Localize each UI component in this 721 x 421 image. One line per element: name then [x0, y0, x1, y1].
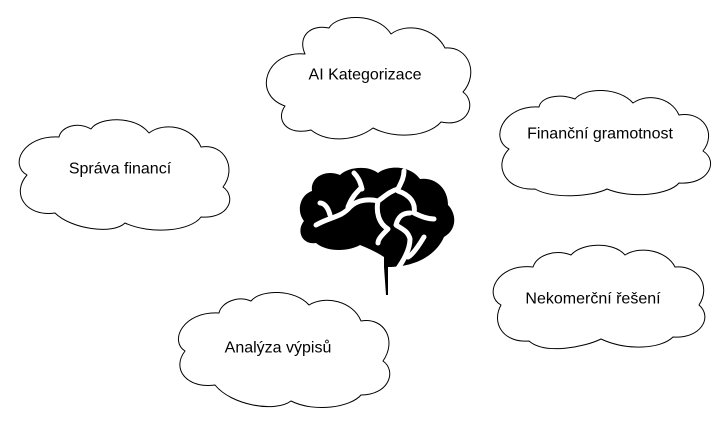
cloud-label: Analýza výpisů — [225, 339, 332, 357]
cloud-shape — [499, 89, 712, 197]
cloud-shape — [177, 291, 391, 408]
cloud-label: Nekomerční řešení — [525, 291, 661, 308]
cloud-node-ai-kategorizace[interactable]: AI Kategorizace — [266, 17, 472, 140]
brain-folds — [313, 168, 437, 298]
cloud-node-analyza-vypisu[interactable]: Analýza výpisů — [177, 291, 391, 408]
cloud-shape — [492, 244, 706, 350]
cloud-node-nekomercni-reseni[interactable]: Nekomerční řešení — [492, 244, 706, 350]
cloud-label: AI Kategorizace — [309, 67, 422, 84]
cloud-shape — [266, 17, 472, 140]
brain-silhouette — [299, 167, 455, 295]
cloud-node-financni-gramotnost[interactable]: Finanční gramotnost — [499, 89, 712, 197]
cloud-label: Správa financí — [69, 161, 172, 178]
brain-icon — [299, 167, 455, 298]
cloud-node-sprava-financi[interactable]: Správa financí — [18, 119, 231, 231]
cloud-label: Finanční gramotnost — [527, 126, 673, 143]
cloud-shape — [18, 119, 231, 231]
